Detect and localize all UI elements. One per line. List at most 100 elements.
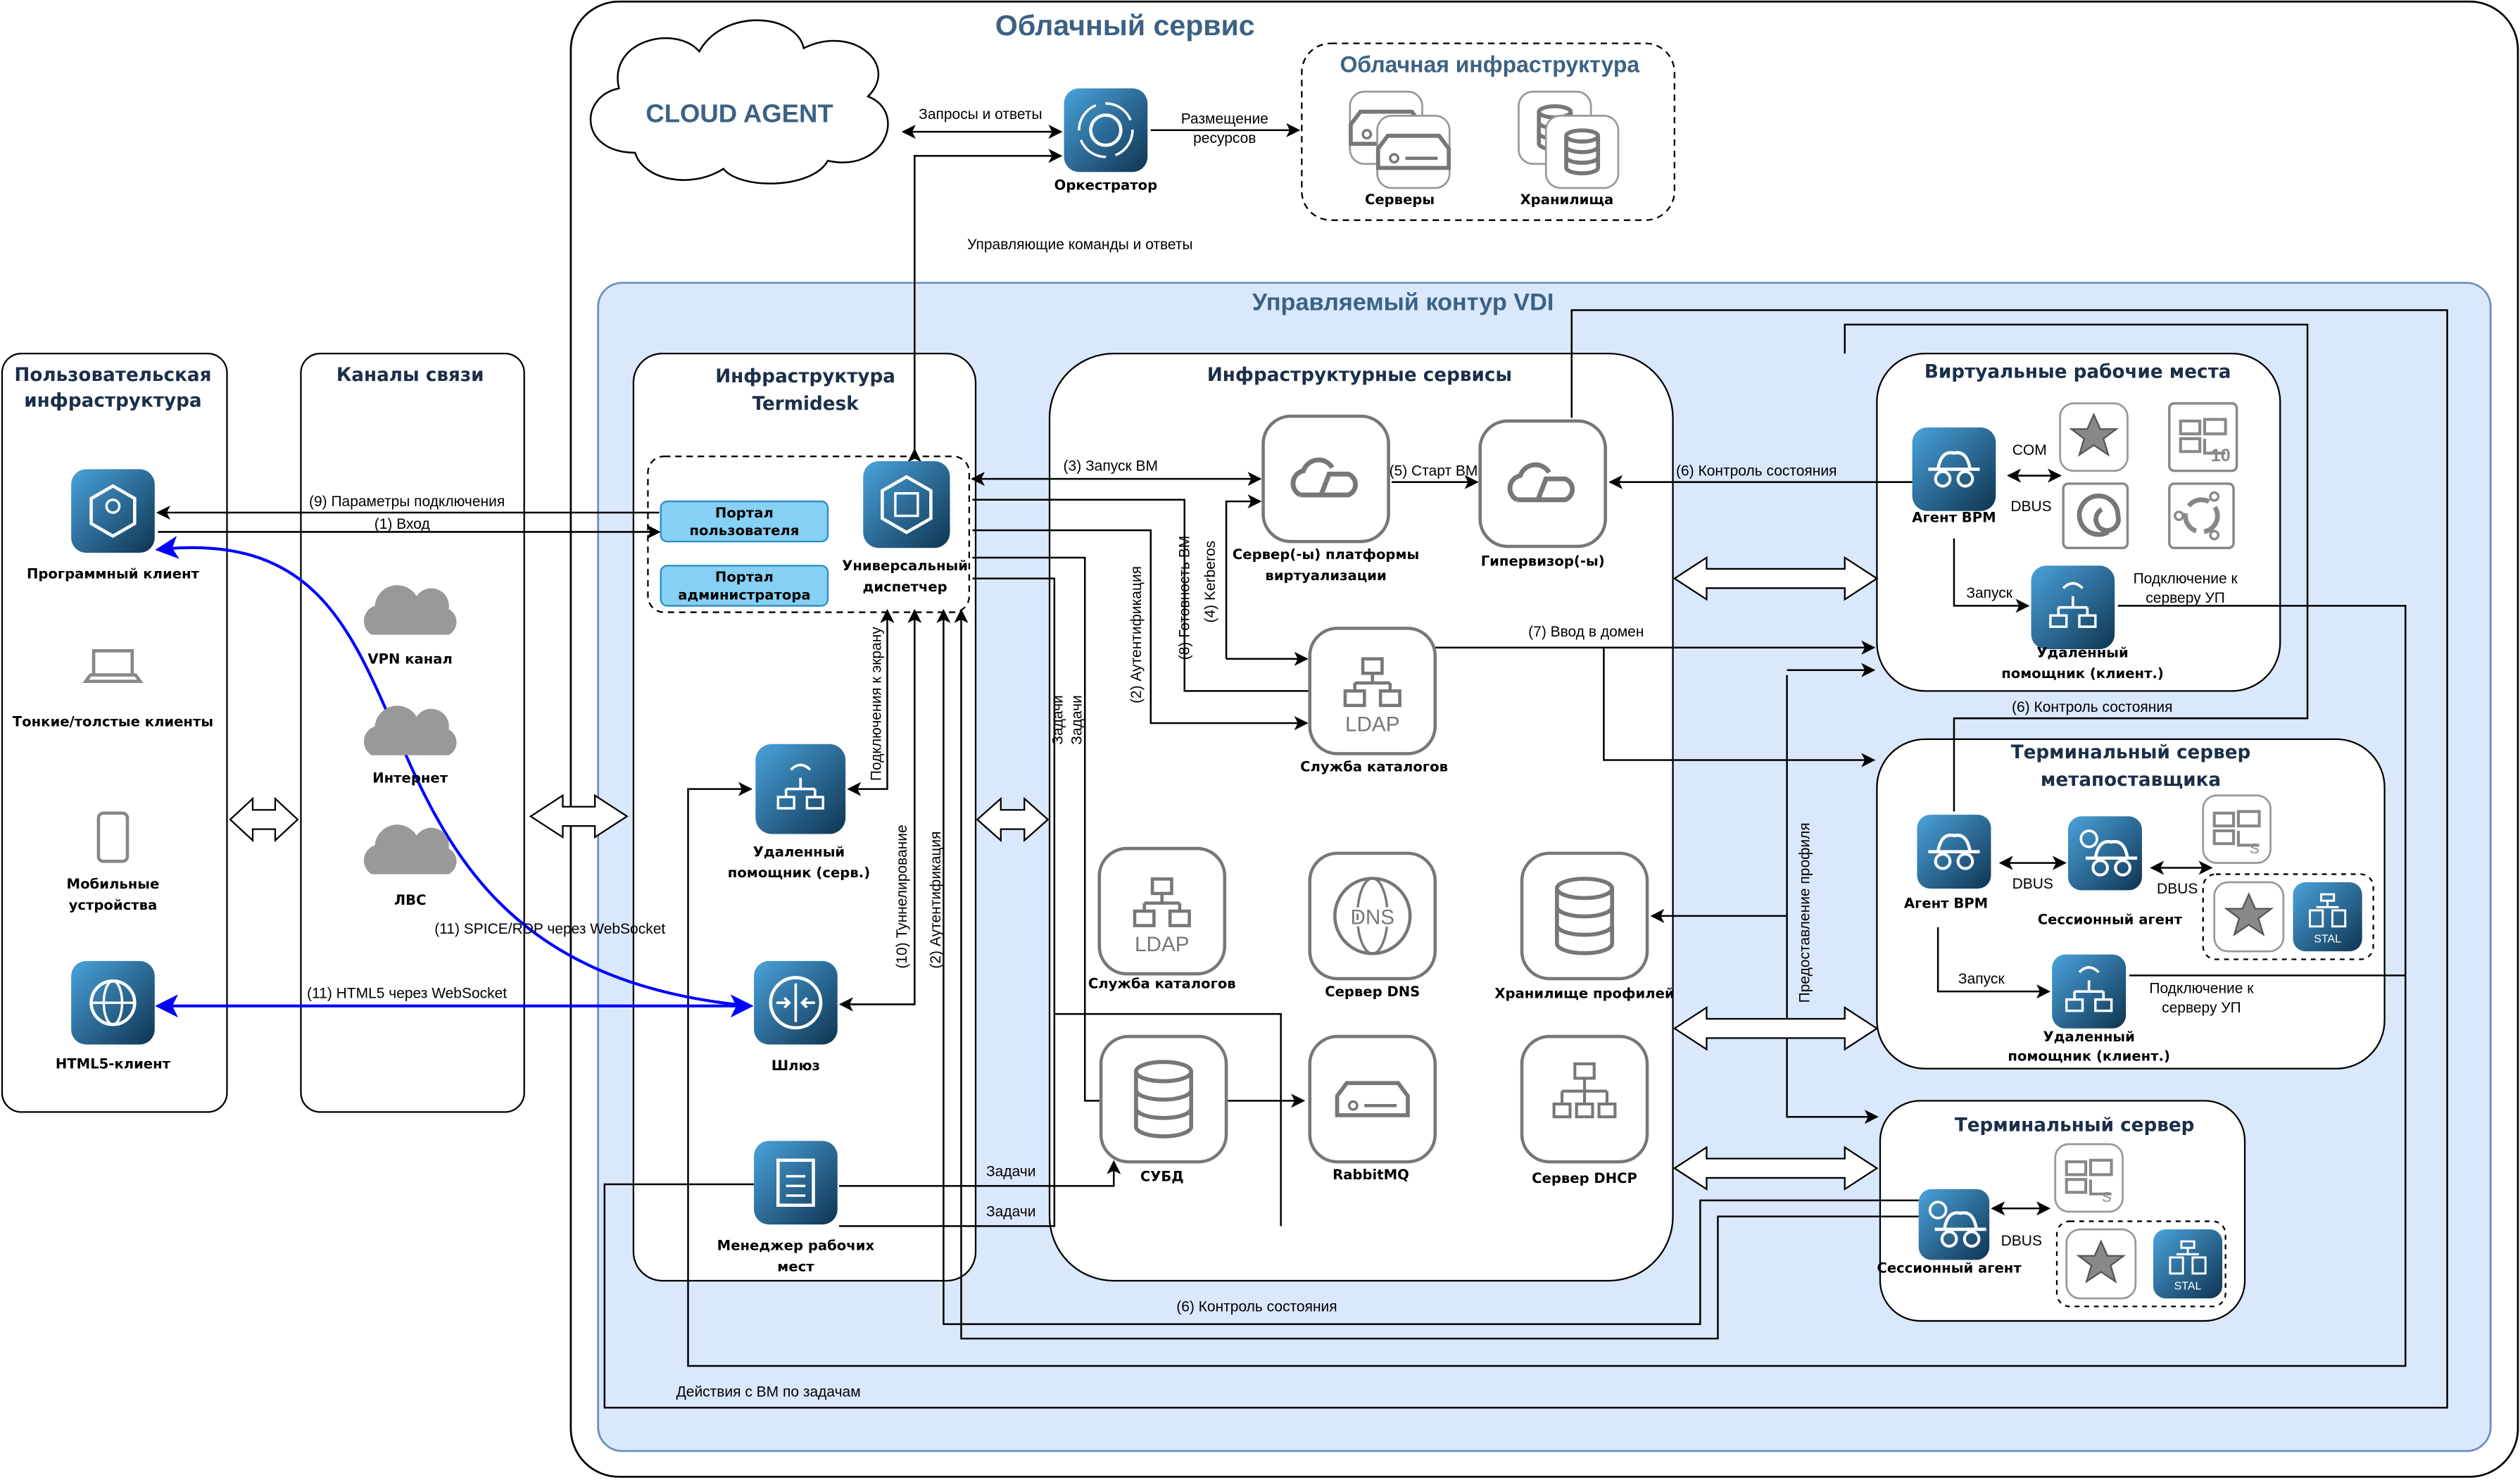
edge-connect-1: Подключение к — [2134, 570, 2238, 587]
double-arrow-icon — [529, 794, 629, 839]
admin-portal-button[interactable]: Портал администратора — [660, 565, 829, 607]
internet-label: Интернет — [372, 770, 448, 786]
edge-tasks-h2: Задачи — [986, 1204, 1035, 1220]
user-infrastructure-title: Пользовательская — [14, 365, 211, 386]
hypervisor-label: Гипервизор(-ы) — [1481, 553, 1605, 569]
dbms-icon[interactable] — [1099, 1034, 1228, 1164]
edge-kerberos-4: (4) Kerberos — [1202, 541, 1218, 623]
mobile-label: Мобильные — [67, 876, 160, 892]
gateway-icon[interactable] — [754, 960, 838, 1045]
vpn-label: VPN канал — [367, 651, 452, 667]
cloud-agent-shape — [589, 19, 889, 184]
orchestrator-icon[interactable] — [1064, 88, 1148, 173]
lan-label: ЛВС — [394, 892, 427, 908]
laptop-icon — [82, 649, 144, 683]
workplace-manager-icon[interactable] — [754, 1141, 838, 1225]
edge-dbus-2: DBUS — [2012, 876, 2053, 892]
manager-label-2: мест — [777, 1258, 814, 1274]
stal-meta-icon[interactable]: STAL — [2293, 882, 2362, 952]
infrastructure-services-title: Инфраструктурные сервисы — [1207, 365, 1512, 386]
double-arrow-icon — [1672, 556, 1879, 601]
debian-icon[interactable] — [2062, 482, 2129, 549]
program-client-icon[interactable] — [71, 469, 155, 553]
edge-tunnel-10: (10) Туннелирование — [894, 824, 910, 968]
double-arrow-icon — [1672, 1005, 1879, 1051]
user-portal-label-2: пользователя — [689, 522, 799, 539]
edge-labels: Запросы и ответы Размещение ресурсов Упр… — [307, 106, 2254, 1400]
agent-vrm-meta-icon[interactable] — [1917, 815, 1991, 889]
virt-platform-server-icon[interactable] — [1261, 414, 1390, 544]
dns-server-icon[interactable]: DNS — [1308, 851, 1437, 981]
edge-control-cmds: Управляющие команды и ответы — [967, 237, 1192, 253]
dhcp-server-icon[interactable] — [1520, 1034, 1649, 1164]
edge-connect-2b: серверу УП — [2162, 1000, 2241, 1016]
termidesk-title: Инфраструктура — [715, 366, 895, 387]
agent-vrm-icon[interactable] — [1912, 427, 1996, 511]
edge-domain-7: (7) Ввод в домен — [1528, 624, 1644, 640]
dns-label: Сервер DNS — [1325, 984, 1420, 1000]
edge-launch-1: Запуск — [1966, 585, 2012, 601]
helper-client-meta-label-2: помощник (клиент.) — [2008, 1048, 2170, 1064]
windows-edition-text: S — [2102, 1189, 2112, 1205]
ldap-text: LDAP — [1345, 713, 1399, 736]
edge-dbus-4: DBUS — [2001, 1233, 2042, 1249]
dbms-label: СУБД — [1140, 1168, 1184, 1184]
ldap-directory-icon[interactable]: LDAP — [1308, 627, 1437, 755]
dispatcher-label: Универсальный — [842, 558, 968, 574]
remote-helper-server-icon[interactable] — [755, 744, 846, 834]
virt-platform-label-2: виртуализации — [1265, 567, 1386, 584]
stal-icon[interactable]: STAL — [2153, 1229, 2223, 1299]
stal-text: STAL — [2174, 1281, 2202, 1293]
directory-label-2: Служба каталогов — [1088, 976, 1236, 992]
user-infrastructure-title-2: инфраструктура — [24, 390, 201, 411]
remote-helper-client-meta-icon[interactable] — [2052, 954, 2127, 1029]
admin-portal-label: Портал — [715, 569, 774, 585]
profile-storage-icon[interactable] — [1520, 851, 1649, 981]
astra-linux-ts-icon[interactable] — [2065, 1228, 2137, 1300]
channels-title: Каналы связи — [336, 365, 484, 386]
session-agent-meta-icon[interactable] — [2067, 816, 2142, 891]
termidesk-title-2: Termidesk — [752, 394, 859, 415]
astra-linux-icon[interactable] — [2059, 402, 2129, 472]
server-icon[interactable] — [1375, 114, 1451, 189]
edge-state-control-2: (6) Контроль состояния — [2012, 699, 2172, 715]
ldap-text: LDAP — [1135, 933, 1189, 956]
hypervisor-icon[interactable] — [1478, 419, 1607, 548]
mobile-device-icon — [96, 811, 130, 863]
edge-com: COM — [2012, 442, 2047, 458]
edge-dbus-3: DBUS — [2157, 881, 2198, 897]
gateway-label: Шлюз — [771, 1058, 820, 1074]
edge-screen-conn: Подключения к экрану — [868, 627, 884, 781]
edge-dbus-1: DBUS — [2010, 498, 2051, 515]
edge-placement: Размещение — [1181, 111, 1268, 127]
dns-text: DNS — [1350, 905, 1394, 929]
ubuntu-icon[interactable] — [2168, 482, 2235, 549]
node-labels: Оркестратор Серверы Хранилища Программны… — [13, 177, 2183, 1276]
double-arrow-icon — [229, 796, 299, 843]
storage-icon[interactable] — [1544, 114, 1620, 189]
session-agent-icon[interactable] — [1918, 1189, 1990, 1260]
ldap-directory-icon-2[interactable]: LDAP — [1097, 846, 1227, 976]
orchestrator-label: Оркестратор — [1054, 177, 1157, 193]
universal-dispatcher-icon[interactable] — [863, 461, 950, 548]
session-agent-meta-label: Сессионный агент — [2038, 911, 2183, 927]
edge-login: (1) Вход — [374, 516, 430, 532]
windows-edition-text: 10 — [2211, 446, 2231, 465]
windows-10-icon[interactable]: 10 — [2168, 402, 2238, 472]
edge-placement-2: ресурсов — [1193, 130, 1256, 146]
bidirectional-arrows — [229, 556, 1879, 1191]
windows-server-icon[interactable]: S — [2054, 1143, 2124, 1213]
windows-server-meta-icon[interactable]: S — [2202, 794, 2272, 864]
edge-auth-2a: (2) Аутентификация — [1128, 566, 1145, 703]
edge-spice: (11) SPICE/RDP через WebSocket — [434, 921, 665, 937]
agent-vrm-label: Агент ВРМ — [1912, 510, 1996, 526]
remote-helper-client-icon[interactable] — [2031, 565, 2115, 650]
html5-client-icon[interactable] — [71, 960, 155, 1045]
rabbitmq-icon[interactable] — [1308, 1034, 1437, 1164]
astra-linux-meta-icon[interactable] — [2213, 881, 2285, 953]
edge-start-vm-3: (3) Запуск ВМ — [1064, 458, 1158, 475]
user-portal-button[interactable]: Портал пользователя — [660, 500, 829, 543]
edge-state-control-3: (6) Контроль состояния — [1176, 1298, 1337, 1315]
cloud-infrastructure-title: Облачная инфраструктура — [1340, 52, 1640, 77]
